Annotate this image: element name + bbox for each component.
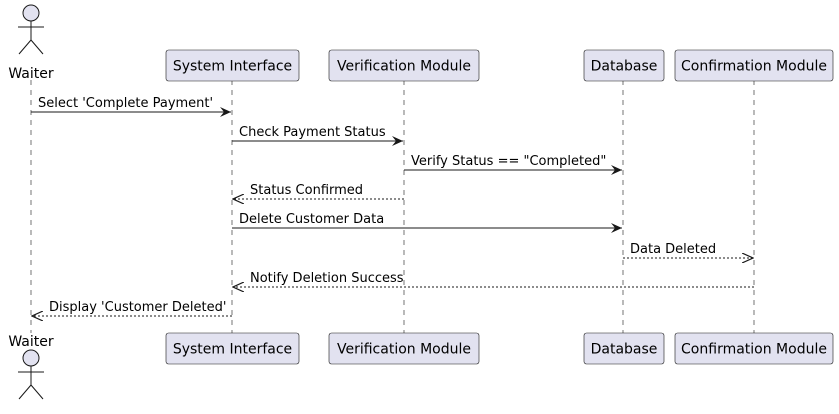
participant-box — [583, 332, 665, 365]
actor-left-leg — [18, 39, 32, 55]
message-label: Data Deleted — [630, 242, 716, 257]
participant-label: Verification Module — [337, 342, 471, 358]
participant-label: Database — [591, 342, 658, 358]
actor-name-bottom: Waiter — [8, 334, 54, 350]
message-label: Status Confirmed — [250, 183, 363, 198]
actor-head-icon — [22, 4, 40, 22]
participant-system_interface-bottom: System Interface — [165, 332, 300, 365]
message-label: Select 'Complete Payment' — [38, 96, 213, 111]
participant-label: Database — [591, 59, 658, 75]
message-label: Verify Status == "Completed" — [411, 154, 606, 169]
message-8: Display 'Customer Deleted' — [32, 300, 232, 316]
participant-label: System Interface — [173, 342, 292, 358]
actor-waiter-bottom: Waiter — [8, 334, 54, 400]
participant-label: Confirmation Module — [681, 342, 827, 358]
actor-right-leg — [30, 39, 44, 55]
participant-database-top: Database — [583, 49, 665, 82]
participant-box — [328, 49, 480, 82]
participant-box — [328, 332, 480, 365]
message-7: Notify Deletion Success — [233, 271, 754, 287]
message-1: Select 'Complete Payment' — [31, 96, 231, 117]
message-label: Check Payment Status — [239, 125, 386, 140]
message-label: Notify Deletion Success — [250, 271, 404, 286]
message-5: Delete Customer Data — [232, 212, 622, 233]
message-label: Delete Customer Data — [239, 212, 384, 227]
participant-box — [674, 332, 834, 365]
participant-database-bottom: Database — [583, 332, 665, 365]
participant-system_interface-top: System Interface — [165, 49, 300, 82]
message-6: Data Deleted — [623, 242, 753, 258]
participant-verification_module-top: Verification Module — [328, 49, 480, 82]
participant-label: Confirmation Module — [681, 59, 827, 75]
participant-confirmation_module-top: Confirmation Module — [674, 49, 834, 82]
actor-waiter-top: Waiter — [8, 4, 54, 82]
message-3: Verify Status == "Completed" — [404, 154, 622, 175]
message-4: Status Confirmed — [233, 183, 404, 199]
actor-name-top: Waiter — [8, 66, 54, 82]
participant-box — [165, 49, 300, 82]
participant-confirmation_module-bottom: Confirmation Module — [674, 332, 834, 365]
participant-label: System Interface — [173, 59, 292, 75]
participant-box — [165, 332, 300, 365]
participant-box — [583, 49, 665, 82]
actor-left-leg — [18, 384, 32, 400]
message-2: Check Payment Status — [232, 125, 403, 146]
participant-box — [674, 49, 834, 82]
message-label: Display 'Customer Deleted' — [49, 300, 226, 315]
participant-label: Verification Module — [337, 59, 471, 75]
participant-verification_module-bottom: Verification Module — [328, 332, 480, 365]
actor-right-leg — [30, 384, 44, 400]
actor-head-icon — [22, 349, 40, 367]
